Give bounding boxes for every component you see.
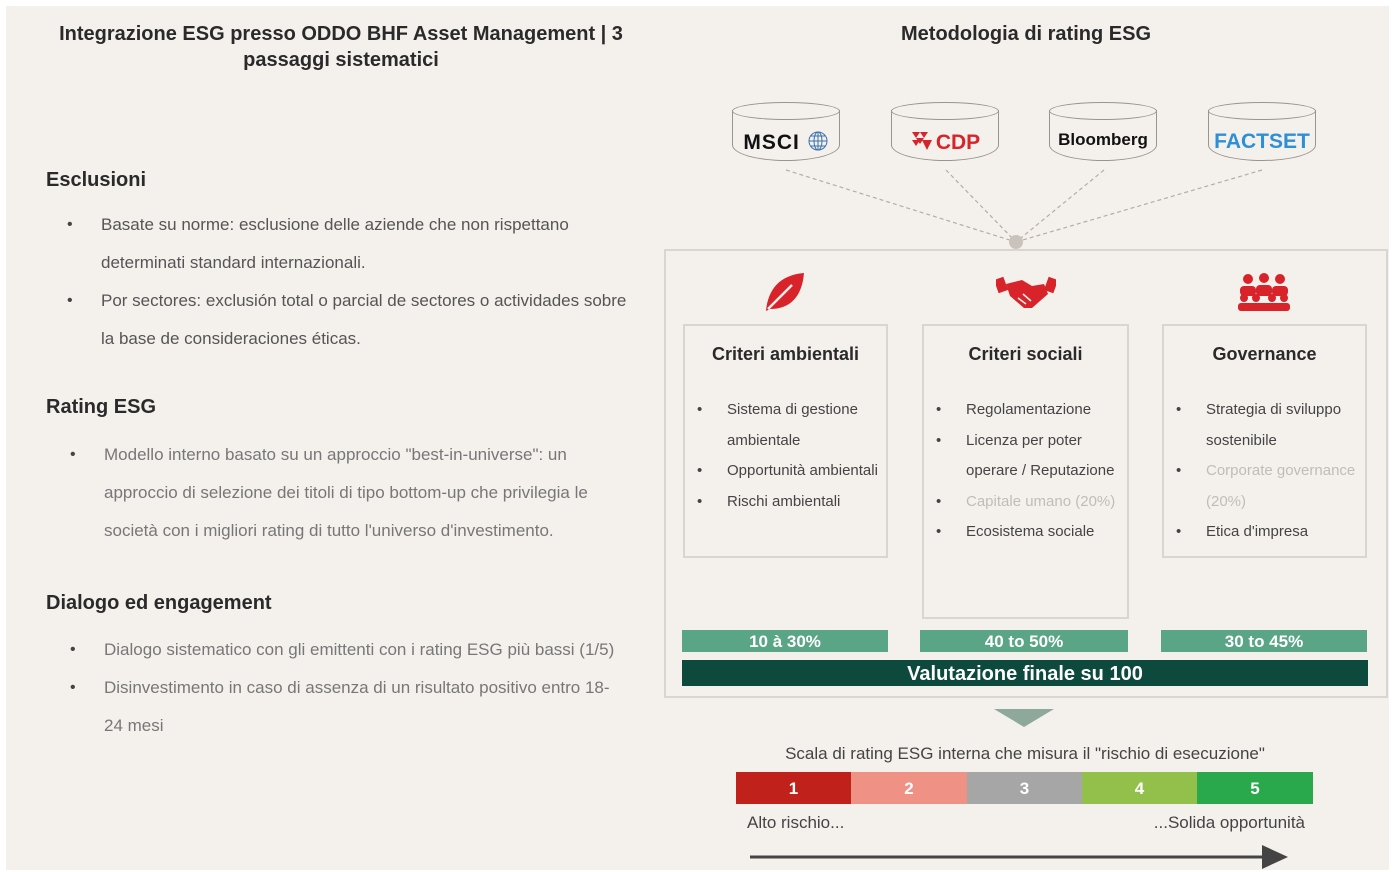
criteria-box-social: Criteri sociali Regolamentazione Licenza…	[922, 324, 1129, 619]
msci-logo: MSCI	[732, 130, 840, 155]
source-bloomberg: Bloomberg	[1049, 102, 1157, 168]
source-cdp: CDP	[891, 102, 999, 168]
source-factset: FACTSET	[1208, 102, 1316, 168]
dialogue-list: Dialogo sistematico con gli emittenti co…	[70, 631, 624, 745]
criteria-box-governance: Governance Strategia di sviluppo sosteni…	[1162, 324, 1367, 558]
final-score-bar: Valutazione finale su 100	[682, 660, 1368, 686]
scale-level-4: 4	[1082, 772, 1197, 804]
rating-list: Modello interno basato su un approccio "…	[70, 436, 634, 550]
criteria-box-environmental: Criteri ambientali Sistema di gestione a…	[683, 324, 888, 558]
right-title: Metodologia di rating ESG	[901, 23, 1151, 45]
criteria-item: Licenza per poter operare / Reputazione	[936, 426, 1127, 487]
left-title: Integrazione ESG presso ODDO BHF Asset M…	[59, 23, 623, 71]
source-connectors	[785, 169, 1263, 249]
connector-hub	[1009, 235, 1023, 249]
section-title-exclusions: Esclusioni	[46, 169, 147, 191]
globe-icon	[808, 131, 828, 151]
criteria-item: Corporate governance (20%)	[1176, 456, 1365, 517]
scale-level-3: 3	[967, 772, 1082, 804]
criteria-item: Regolamentazione	[936, 395, 1127, 426]
scale-low-label: Alto rischio...	[747, 813, 845, 832]
source-msci: MSCI	[732, 102, 840, 168]
section-title-rating: Rating ESG	[46, 396, 157, 418]
handshake-icon	[996, 276, 1056, 308]
criteria-title: Criteri ambientali	[711, 344, 860, 364]
scale-level-5: 5	[1197, 772, 1313, 804]
scale-high-label: ...Solida opportunità	[1153, 813, 1305, 832]
arrow-right-icon	[750, 845, 1288, 869]
criteria-item: Sistema di gestione ambientale	[697, 395, 886, 456]
criteria-item: Opportunità ambientali	[697, 456, 886, 487]
weight-bar-environmental: 10 à 30%	[682, 630, 888, 652]
list-item: Dialogo sistematico con gli emittenti co…	[70, 631, 624, 669]
scale-title: Scala di rating ESG interna che misura i…	[785, 744, 1265, 763]
criteria-item: Rischi ambientali	[697, 487, 886, 518]
slide-canvas: Integrazione ESG presso ODDO BHF Asset M…	[6, 6, 1389, 870]
people-icon	[1238, 273, 1290, 311]
weight-bar-governance: 30 to 45%	[1161, 630, 1367, 652]
criteria-title: Governance	[1212, 344, 1317, 364]
list-item: Modello interno basato su un approccio "…	[70, 436, 634, 550]
leaf-icon	[766, 273, 804, 311]
criteria-item: Ecosistema sociale	[936, 517, 1127, 548]
cdp-logo: CDP	[891, 130, 999, 155]
criteria-title: Criteri sociali	[968, 344, 1083, 364]
bloomberg-logo: Bloomberg	[1058, 130, 1148, 149]
criteria-frame	[664, 249, 1388, 698]
criteria-item: Etica d'impresa	[1176, 517, 1365, 548]
criteria-item: Capitale umano (20%)	[936, 487, 1127, 518]
list-item: Disinvestimento in caso di assenza di un…	[70, 669, 624, 745]
weight-bar-social: 40 to 50%	[920, 630, 1128, 652]
criteria-item: Strategia di sviluppo sostenibile	[1176, 395, 1365, 456]
section-title-dialogue: Dialogo ed engagement	[46, 592, 272, 614]
list-item: Por sectores: exclusión total o parcial …	[67, 282, 631, 358]
criteria-list: Regolamentazione Licenza per poter opera…	[924, 395, 1127, 548]
criteria-list: Strategia di sviluppo sostenibile Corpor…	[1164, 395, 1365, 548]
factset-logo: FACTSET	[1214, 130, 1310, 153]
scale-level-2: 2	[851, 772, 967, 804]
cdp-logo-icon	[911, 132, 932, 150]
list-item: Basate su norme: esclusione delle aziend…	[67, 206, 631, 282]
criteria-list: Sistema di gestione ambientale Opportuni…	[685, 395, 886, 517]
exclusions-list: Basate su norme: esclusione delle aziend…	[67, 206, 631, 358]
chevron-down-icon	[994, 709, 1054, 727]
scale-level-1: 1	[736, 772, 851, 804]
